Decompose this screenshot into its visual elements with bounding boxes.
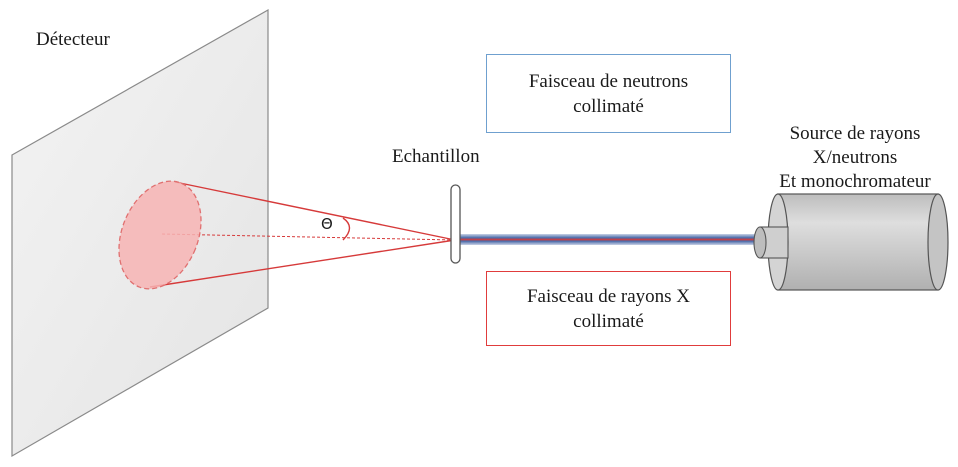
source-cylinder	[767, 193, 949, 291]
neutron-beam-line-2: collimaté	[573, 95, 644, 117]
theta-arc	[342, 217, 351, 241]
source-label-line-3: Et monochromateur	[779, 171, 931, 192]
neutron-beam-line-1: Faisceau de neutrons	[528, 70, 689, 92]
scatter-cone	[149, 181, 456, 288]
source-label-line-1: Source de rayons	[789, 123, 921, 144]
neutron-beam-box: Faisceau de neutrons collimaté	[486, 54, 731, 133]
source-label: Source de rayons X/neutrons Et monochrom…	[752, 122, 958, 194]
source-nozzle	[753, 226, 789, 259]
sample-label: Echantillon	[392, 146, 480, 167]
detector-label: Détecteur	[36, 29, 110, 50]
xray-beam-line-1: Faisceau de rayons X	[526, 285, 691, 307]
xray-beam-line-2: collimaté	[573, 310, 644, 332]
theta-label: Θ	[321, 215, 333, 233]
xray-beam-box: Faisceau de rayons X collimaté	[486, 271, 731, 346]
source-label-line-2: X/neutrons	[812, 147, 898, 168]
collimated-beam	[458, 234, 758, 245]
diffraction-spot	[118, 180, 202, 290]
sample-holder	[450, 184, 461, 264]
